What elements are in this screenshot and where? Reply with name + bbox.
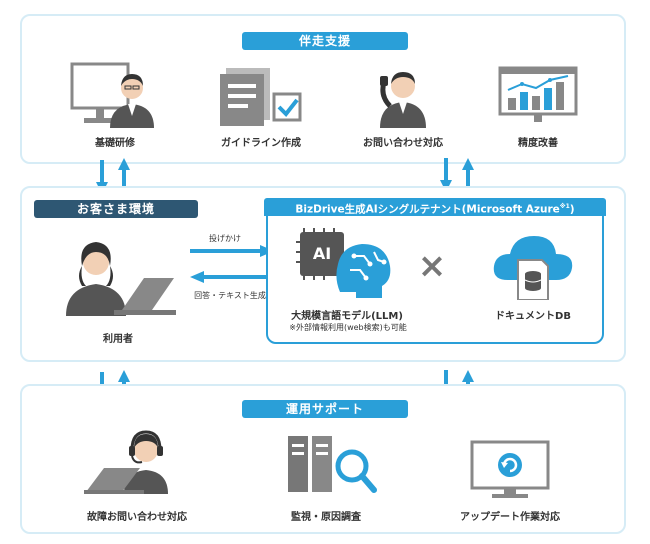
user-label: 利用者 <box>103 334 133 345</box>
llm-note: ※外部情報利用(web検索)も可能 <box>289 323 407 332</box>
llm-label: 大規模言語モデル(LLM) <box>291 311 403 322</box>
arrow-up-left-top <box>118 158 130 192</box>
document-checklist-icon <box>220 68 302 126</box>
request-label: 投げかけ <box>209 234 241 243</box>
response-label: 回答・テキスト生成 <box>194 291 266 300</box>
tenant-title: BizDrive生成AIシングルテナント(Microsoft Azure※1) <box>264 198 606 216</box>
tenant-title-note: ※1 <box>559 203 570 210</box>
cross-mark: × <box>417 246 447 286</box>
support-title: 伴走支援 <box>242 32 408 50</box>
customer-title: お客さま環境 <box>34 200 198 218</box>
operation-item-label: 監視・原因調査 <box>291 512 361 523</box>
arrow-request-right <box>190 245 274 257</box>
arrow-response-left <box>190 271 274 283</box>
tenant-title-text: BizDrive生成AIシングルテナント(Microsoft Azure <box>295 203 560 216</box>
ai-chip-label: AI <box>312 244 332 263</box>
operation-item-label: 故障お問い合わせ対応 <box>87 512 187 523</box>
trainer-monitor-icon <box>70 62 154 128</box>
chart-board-icon <box>498 66 578 122</box>
update-monitor-icon <box>470 440 550 498</box>
support-item-label: ガイドライン作成 <box>221 138 301 149</box>
operation-item-label: アップデート作業対応 <box>460 512 560 523</box>
user-laptop-icon <box>66 242 176 316</box>
document-db-label: ドキュメントDB <box>495 311 571 322</box>
cloud-database-icon <box>493 236 573 300</box>
phone-support-icon <box>380 72 426 128</box>
headset-operator-icon <box>84 430 168 494</box>
support-item-label: お問い合わせ対応 <box>363 138 443 149</box>
support-item-label: 精度改善 <box>518 138 558 149</box>
support-item-label: 基礎研修 <box>95 138 135 149</box>
ai-brain-icon <box>296 228 391 298</box>
tenant-title-close: ) <box>569 203 575 216</box>
server-search-icon <box>288 436 377 493</box>
operation-title: 運用サポート <box>242 400 408 418</box>
arrow-up-right-top <box>462 158 474 192</box>
